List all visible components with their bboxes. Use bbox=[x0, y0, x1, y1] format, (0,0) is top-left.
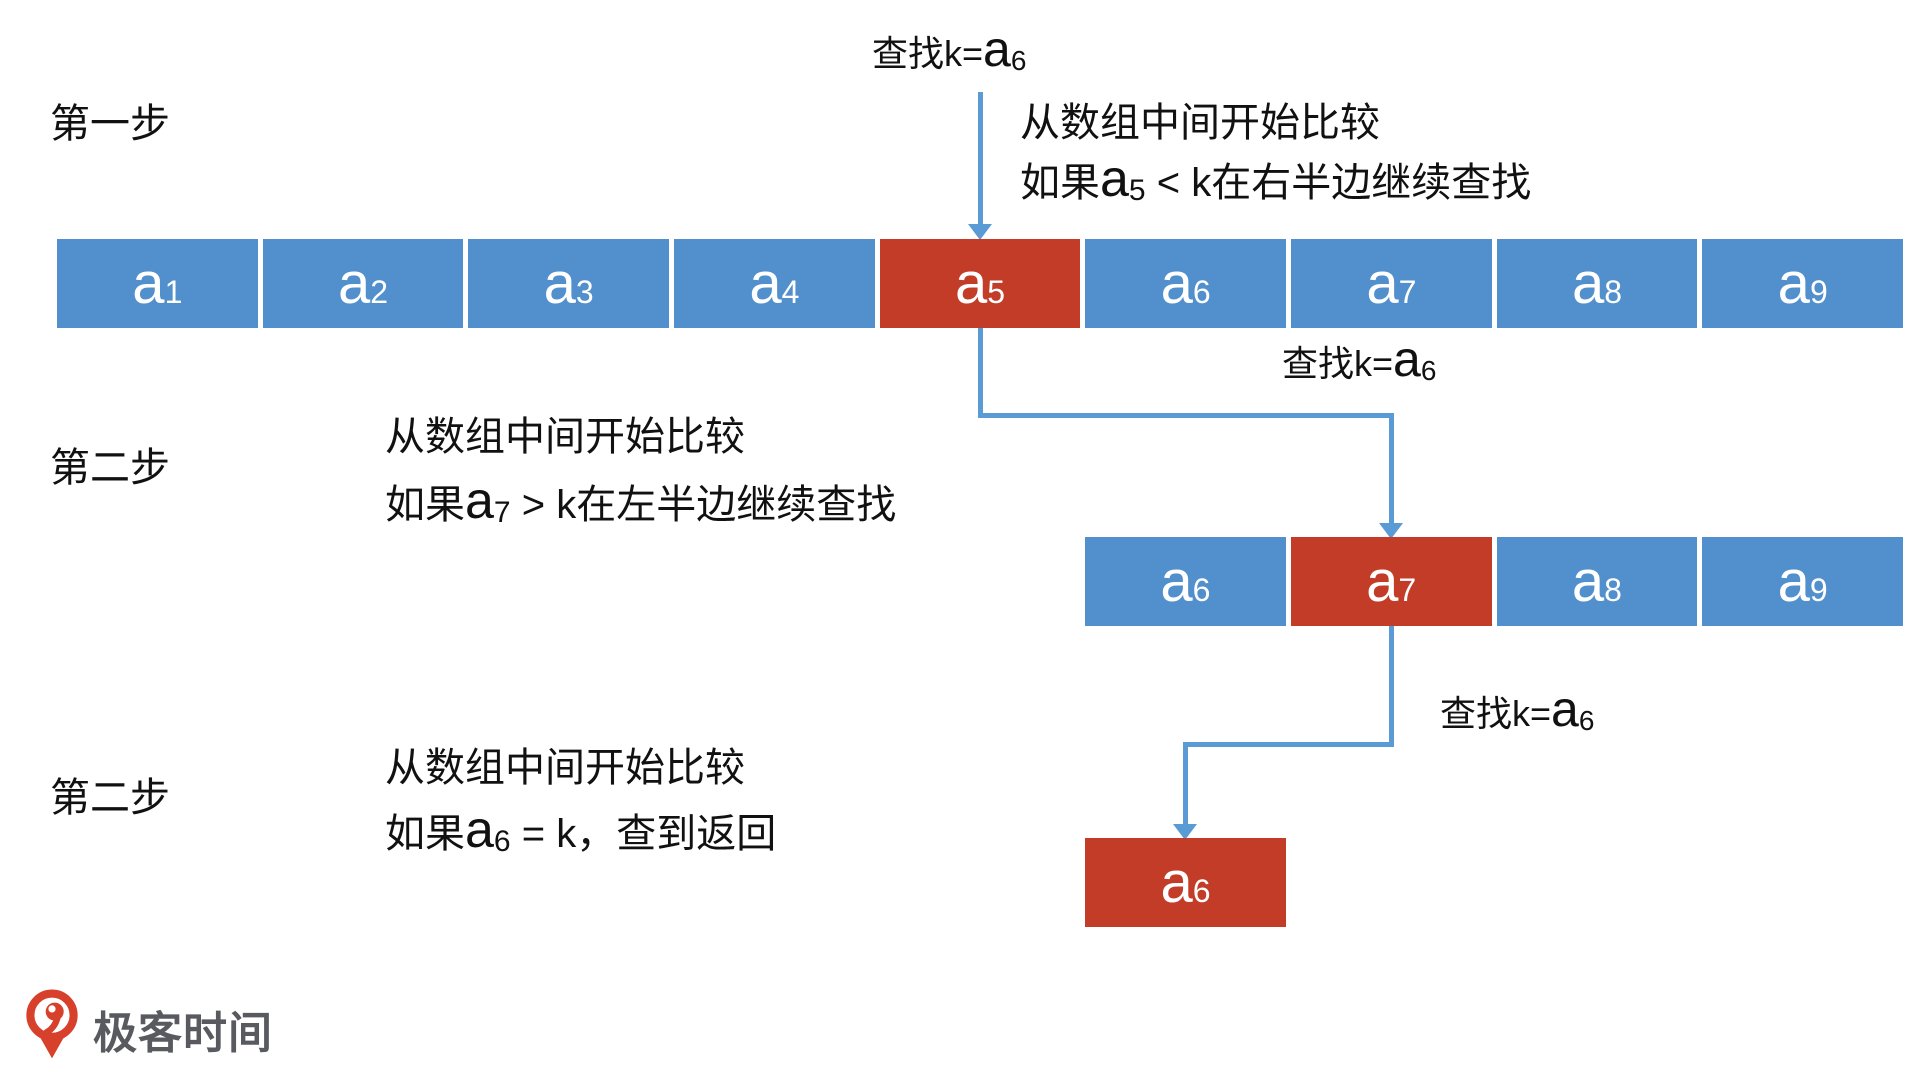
search-label-prefix: 查找k= bbox=[1440, 693, 1552, 734]
step-3-label: 第二步 bbox=[50, 776, 170, 820]
cell-label: a bbox=[1366, 250, 1399, 316]
step-1-cond-rest: < k在右半边继续查找 bbox=[1145, 161, 1532, 205]
search-target-label-2: 查找k=a6 bbox=[1282, 334, 1436, 390]
step-1-text: 从数组中间开始比较 如果a5 < k在右半边继续查找 bbox=[1020, 95, 1531, 215]
arrow-step1-arrowhead-icon bbox=[968, 224, 992, 240]
step-1-label: 第一步 bbox=[50, 102, 170, 146]
step-2-line-1: 从数组中间开始比较 bbox=[385, 415, 745, 459]
cell-sub: 8 bbox=[1604, 571, 1622, 608]
search-label-prefix: 查找k= bbox=[1282, 343, 1394, 384]
search-target-label-3: 查找k=a6 bbox=[1440, 684, 1594, 740]
cell-label: a bbox=[543, 250, 576, 316]
cell-label: a bbox=[954, 250, 988, 316]
step-1-cond-prefix: 如果 bbox=[1020, 161, 1100, 205]
search-label-sub: 6 bbox=[1420, 355, 1437, 386]
step-3-cond-rest: = k，查到返回 bbox=[510, 812, 777, 856]
cell-sub: 1 bbox=[164, 273, 183, 310]
cell-sub: 9 bbox=[1809, 273, 1828, 310]
arrow-step3-segment-down bbox=[1389, 626, 1394, 747]
search-label-var: a bbox=[1393, 331, 1421, 387]
step-3-line-1: 从数组中间开始比较 bbox=[385, 746, 745, 790]
cell-sub: 3 bbox=[575, 273, 594, 310]
step-2-cond-prefix: 如果 bbox=[385, 483, 465, 527]
step-1-cond-var: a bbox=[1100, 150, 1129, 208]
step-2-line-2: 如果a7 > k在左半边继续查找 bbox=[385, 469, 896, 541]
geektime-logo-icon bbox=[25, 988, 79, 1069]
cell-label: a bbox=[1572, 250, 1605, 316]
step-2-text: 从数组中间开始比较 如果a7 > k在左半边继续查找 bbox=[385, 405, 896, 541]
cell-sub: 7 bbox=[1398, 571, 1417, 608]
step-2-cond-var: a bbox=[465, 472, 494, 530]
arrow-step3-arrowhead-icon bbox=[1173, 824, 1197, 840]
cell-label: a bbox=[337, 250, 371, 316]
step-2-cond-sub: 7 bbox=[493, 496, 511, 529]
step-3-line-2: 如果a6 = k，查到返回 bbox=[385, 799, 776, 869]
cell-label: a bbox=[132, 250, 165, 316]
arrow-step2-segment-drop bbox=[1389, 413, 1394, 525]
geektime-logo: 极客时间 bbox=[25, 988, 273, 1069]
geektime-logo-text: 极客时间 bbox=[93, 1008, 273, 1058]
step-3-cond-sub: 6 bbox=[493, 825, 511, 858]
cell-label: a bbox=[1777, 548, 1810, 614]
step-3-cond-prefix: 如果 bbox=[385, 812, 465, 856]
cell-sub: 6 bbox=[1192, 872, 1211, 909]
cell-label: a bbox=[749, 250, 782, 316]
arrow-step2-segment-across bbox=[978, 413, 1394, 418]
cell-sub: 5 bbox=[987, 273, 1006, 310]
step-3-text: 从数组中间开始比较 如果a6 = k，查到返回 bbox=[385, 737, 776, 869]
arrow-step3-segment-across bbox=[1183, 742, 1394, 747]
search-label-var: a bbox=[983, 21, 1011, 77]
cell-sub: 4 bbox=[781, 273, 800, 310]
cell-label: a bbox=[1777, 250, 1810, 316]
search-target-label-1: 查找k=a6 bbox=[872, 24, 1026, 80]
step-2-cond-rest: > k在左半边继续查找 bbox=[510, 483, 897, 527]
arrow-step1-segment bbox=[978, 92, 983, 226]
cell-sub: 7 bbox=[1398, 273, 1417, 310]
search-label-sub: 6 bbox=[1010, 45, 1027, 76]
arrow-step2-segment-down bbox=[978, 328, 983, 418]
cell-sub: 8 bbox=[1604, 273, 1623, 310]
arrow-step3-segment-drop bbox=[1183, 742, 1188, 826]
cell-sub: 6 bbox=[1192, 571, 1211, 608]
search-label-var: a bbox=[1551, 681, 1579, 737]
step-1-line-2: 如果a5 < k在右半边继续查找 bbox=[1020, 151, 1531, 215]
cell-label: a bbox=[1571, 548, 1605, 614]
step-3-cond-var: a bbox=[465, 801, 494, 859]
cell-label: a bbox=[1160, 849, 1193, 915]
search-label-prefix: 查找k= bbox=[872, 33, 984, 74]
step-2-label: 第二步 bbox=[50, 446, 170, 490]
search-label-sub: 6 bbox=[1578, 705, 1595, 736]
cell-label: a bbox=[1160, 250, 1193, 316]
step-1-line-1: 从数组中间开始比较 bbox=[1020, 101, 1380, 145]
cell-label: a bbox=[1366, 548, 1399, 614]
arrow-step2-arrowhead-icon bbox=[1379, 523, 1403, 539]
cell-label: a bbox=[1160, 548, 1193, 614]
cell-sub: 2 bbox=[370, 273, 389, 310]
cell-sub: 6 bbox=[1192, 273, 1211, 310]
cell-sub: 9 bbox=[1809, 571, 1828, 608]
step-1-cond-sub: 5 bbox=[1128, 174, 1146, 207]
